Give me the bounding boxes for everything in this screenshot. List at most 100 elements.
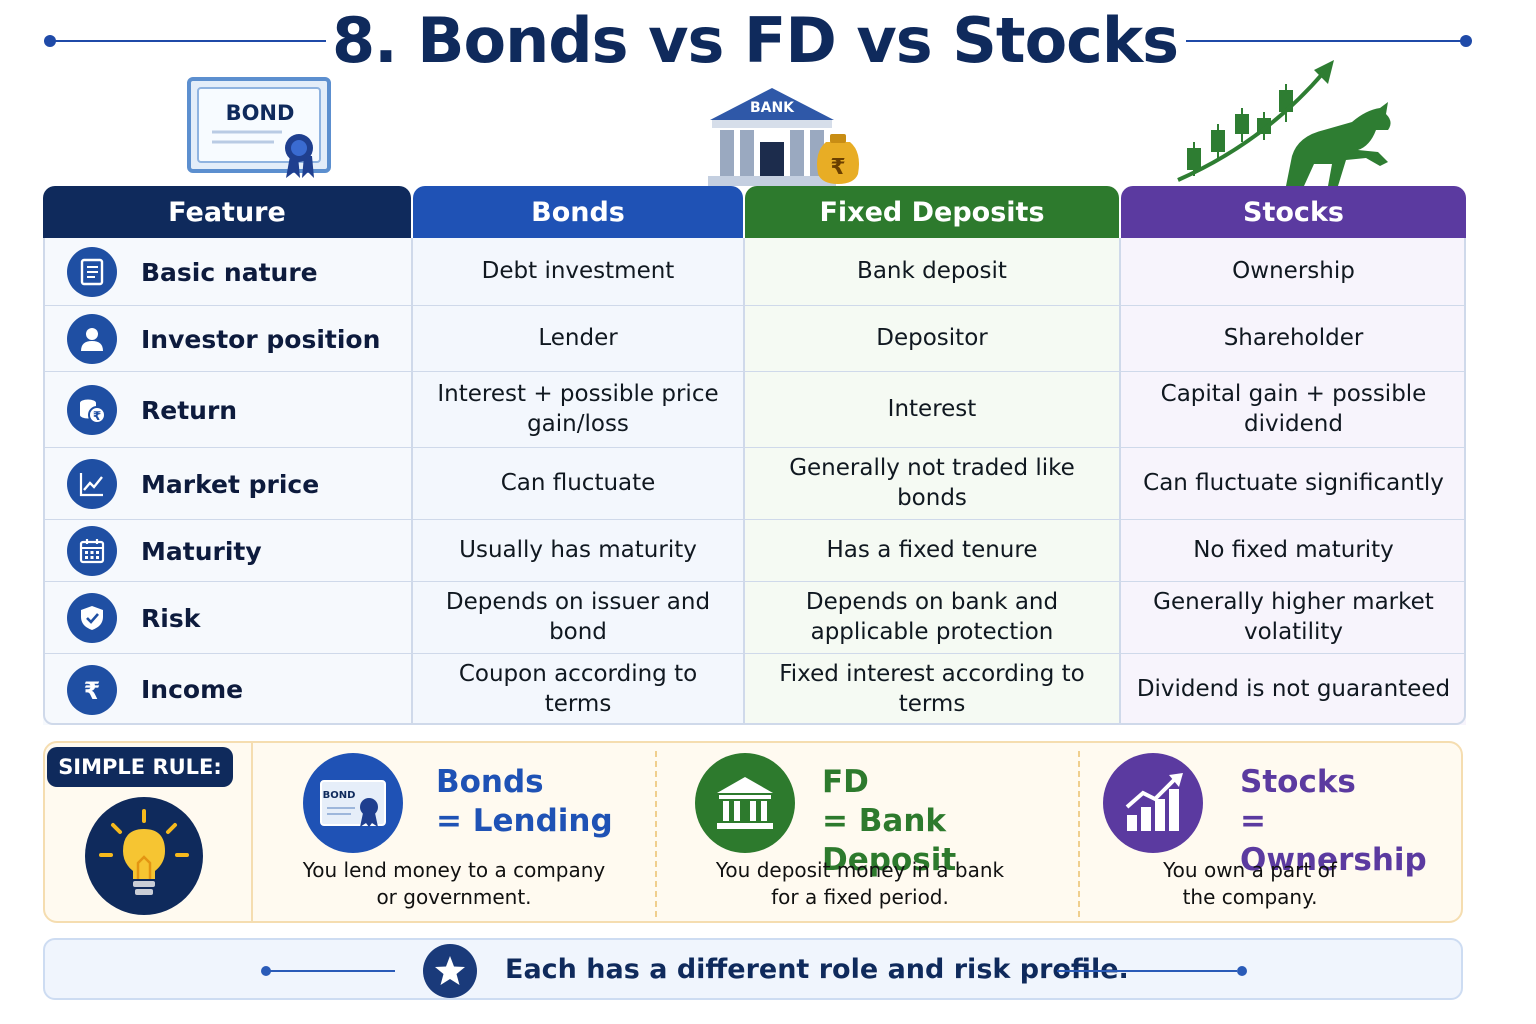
fd-cell: Generally not traded like bonds (789, 455, 1075, 511)
row-divider (43, 581, 1466, 582)
rule-separator (1078, 751, 1080, 917)
comparison-table: Feature Bonds Fixed Deposits Stocks Basi… (43, 186, 1466, 725)
column-divider (1119, 238, 1121, 725)
column-divider (743, 238, 745, 725)
bonds-column-bg (413, 238, 743, 725)
rule-title-line: FD (822, 764, 869, 800)
feature-cell: ₹ Income (43, 654, 411, 725)
rule-title-line: Bonds (436, 764, 544, 800)
fd-column-bg (745, 238, 1119, 725)
simple-rule-panel: SIMPLE RULE: BOND (43, 741, 1463, 923)
bank-building-label: BANK (750, 100, 795, 116)
rupee-icon: ₹ (67, 664, 117, 715)
page-title: 8. Bonds vs FD vs Stocks (331, 4, 1179, 77)
table-row: Maturity Usually has maturity Has a fixe… (43, 520, 1466, 582)
bond-certificate-icon: BOND (303, 753, 403, 853)
header-bonds: Bonds (413, 186, 743, 238)
calendar-icon (67, 526, 117, 576)
feature-label: Basic nature (141, 257, 318, 287)
title-dot-right (1460, 35, 1472, 47)
header-feature: Feature (43, 186, 411, 238)
title-dot-left (44, 35, 56, 47)
rule-title-line: = Lending (436, 803, 613, 840)
row-divider (43, 447, 1466, 448)
line-chart-icon (67, 459, 117, 509)
rule-bonds: BOND Bonds = Lending You lend money to a… (253, 743, 655, 921)
table-row: Market price Can fluctuate Generally not… (43, 448, 1466, 520)
row-divider (43, 371, 1466, 372)
bond-certificate-label: BOND (226, 101, 295, 125)
header-fixed-deposits: Fixed Deposits (745, 186, 1119, 238)
feature-label: Market price (141, 469, 320, 499)
footer-banner: Each has a different role and risk profi… (43, 938, 1463, 1000)
fd-cell: Interest (887, 396, 977, 423)
feature-cell: Risk (43, 582, 411, 654)
bonds-cell: Coupon according to terms (458, 660, 698, 717)
stocks-cell: Generally higher market volatility (1153, 589, 1434, 645)
bond-certificate-icon: BOND (187, 77, 331, 178)
svg-text:₹: ₹ (93, 409, 101, 423)
bonds-cell: Interest + possible price gain/loss (437, 381, 719, 437)
document-list-icon (67, 247, 117, 297)
table-row: ₹ Income Coupon according to terms Fixed… (43, 654, 1466, 725)
rule-fd-description: You deposit money in a bank for a fixed … (657, 857, 1063, 911)
person-icon (67, 314, 117, 364)
table-row: ₹ Return Interest + possible price gain/… (43, 372, 1466, 448)
rule-desc-line: for a fixed period. (771, 885, 949, 909)
lightbulb-icon (85, 797, 203, 915)
rule-title-line: Stocks (1240, 764, 1356, 800)
rule-fd-title: FD = Bank Deposit (822, 763, 1077, 880)
bonds-cell: Usually has maturity (459, 537, 697, 564)
stocks-cell: Shareholder (1223, 325, 1364, 352)
shield-check-icon (67, 593, 117, 643)
bank-icon (695, 753, 795, 853)
rule-separator (655, 751, 657, 917)
feature-label: Return (141, 395, 238, 425)
title-divider-left (50, 40, 326, 42)
rule-stocks-title: Stocks = Ownership (1240, 763, 1461, 880)
feature-label: Income (141, 675, 244, 704)
feature-cell: Market price (43, 448, 411, 520)
row-divider (43, 653, 1466, 654)
footer-line-right (1057, 970, 1237, 972)
footer-dot-left (261, 966, 271, 976)
title-row: 8. Bonds vs FD vs Stocks (0, 0, 1536, 82)
rule-desc-line: the company. (1182, 885, 1318, 909)
footer-line-left (267, 970, 395, 972)
stocks-cell: Capital gain + possible dividend (1160, 381, 1427, 437)
table-row: Basic nature Debt investment Bank deposi… (43, 238, 1466, 306)
fd-cell: Has a fixed tenure (826, 537, 1038, 564)
rule-bond-label: BOND (323, 790, 356, 801)
rule-title-line: = Bank Deposit (822, 803, 957, 879)
header-stocks: Stocks (1121, 186, 1466, 238)
stocks-cell: Dividend is not guaranteed (1136, 675, 1451, 702)
bonds-cell: Can fluctuate (500, 470, 656, 497)
feature-cell: Basic nature (43, 238, 411, 306)
rule-desc-line: You deposit money in a bank (715, 858, 1005, 882)
table-border (43, 238, 1466, 725)
growth-bar-chart-icon (1103, 753, 1203, 853)
row-divider (43, 519, 1466, 520)
stocks-cell: Ownership (1232, 258, 1355, 285)
rupee-bag-symbol: ₹ (830, 155, 845, 180)
stocks-column-bg (1121, 238, 1466, 725)
star-icon (423, 944, 477, 998)
feature-label: Maturity (141, 536, 262, 566)
title-divider-right (1186, 40, 1466, 42)
feature-cell: Maturity (43, 520, 411, 582)
simple-rule-badge-area: SIMPLE RULE: (45, 743, 253, 921)
coins-rupee-icon: ₹ (67, 385, 117, 435)
bonds-cell: Debt investment (481, 258, 675, 285)
bonds-cell: Depends on issuer and bond (445, 589, 711, 645)
rule-desc-line: You lend money to a company (302, 858, 606, 882)
feature-cell: ₹ Return (43, 372, 411, 448)
svg-text:₹: ₹ (84, 677, 101, 704)
bonds-cell: Lender (538, 325, 618, 352)
feature-label: Investor position (141, 324, 381, 354)
rule-stocks-description: You own a part of the company. (1080, 857, 1420, 911)
stocks-cell: No fixed maturity (1193, 537, 1394, 564)
column-divider (411, 238, 413, 725)
fd-cell: Fixed interest according to terms (779, 660, 1085, 717)
rule-bonds-title: Bonds = Lending (436, 763, 613, 841)
fd-cell: Depends on bank and applicable protectio… (805, 589, 1059, 645)
